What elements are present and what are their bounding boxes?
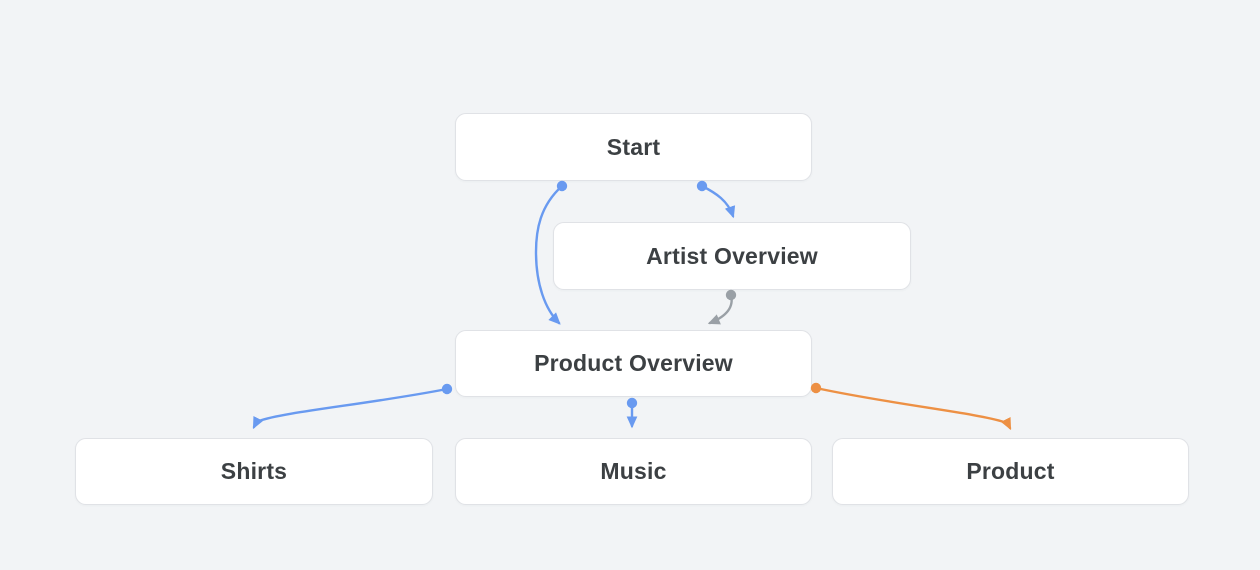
connection-dot-product-overview-right xyxy=(810,382,822,394)
connection-dot-start-left xyxy=(556,180,568,192)
edge-start-to-artist-overview xyxy=(700,184,736,219)
node-product-overview[interactable]: Product Overview xyxy=(455,330,812,397)
node-shirts[interactable]: Shirts xyxy=(75,438,433,505)
node-music-label: Music xyxy=(600,458,667,484)
node-shirts-label: Shirts xyxy=(220,458,288,484)
node-product-overview-label: Product Overview xyxy=(534,350,733,376)
edge-product-overview-to-shirts xyxy=(252,387,449,430)
node-start-label: Start xyxy=(606,133,661,160)
connection-dot-product-overview-left xyxy=(441,383,453,395)
node-artist-overview[interactable]: Artist Overview xyxy=(553,222,911,290)
connection-dot-product-overview-bottom xyxy=(626,397,638,409)
node-product-label: Product xyxy=(966,458,1055,484)
node-start[interactable]: Start xyxy=(455,113,812,181)
node-music[interactable]: Music xyxy=(455,438,812,505)
edge-product-overview-to-product xyxy=(814,386,1012,431)
connection-dot-start-right xyxy=(696,180,708,192)
connection-dot-artist-overview xyxy=(725,289,737,301)
edge-artist-overview-to-product-overview xyxy=(707,293,733,325)
node-product[interactable]: Product xyxy=(832,438,1189,505)
node-artist-overview-label: Artist Overview xyxy=(646,242,818,269)
